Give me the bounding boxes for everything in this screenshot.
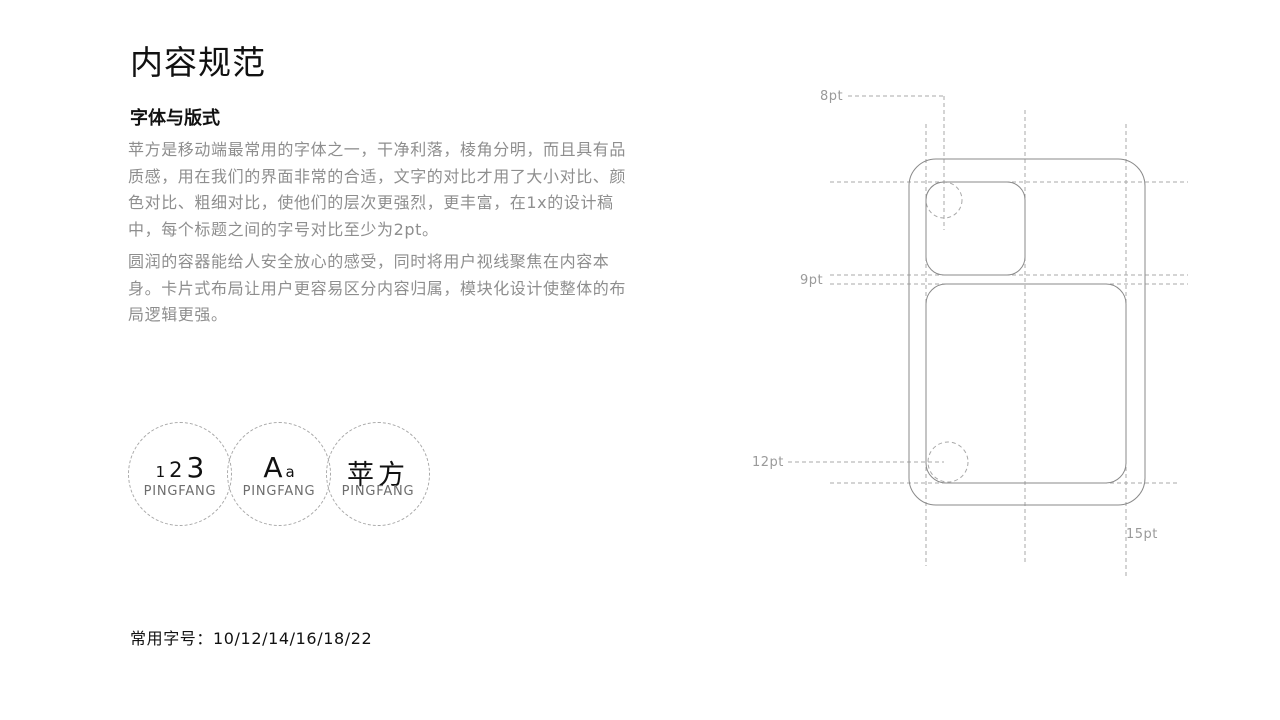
page-title: 内容规范 xyxy=(130,43,266,82)
common-font-sizes: 常用字号：10/12/14/16/18/22 xyxy=(130,629,373,648)
number-sample-label: PINGFANG xyxy=(143,484,217,499)
section-title: 字体与版式 xyxy=(130,108,220,129)
digit-large: 3 xyxy=(186,451,205,484)
letter-upper: A xyxy=(263,451,283,484)
container-description: 圆润的容器能给人安全放心的感受，同时将用户视线聚焦在内容本身。卡片式布局让用户更… xyxy=(128,252,627,324)
corner-radius-circle-bottom xyxy=(927,441,969,483)
container-outlines xyxy=(908,158,1146,506)
dimension-label-8pt: 8pt xyxy=(820,89,843,104)
outer-container xyxy=(908,158,1146,506)
digit-small: 1 xyxy=(155,463,166,481)
chinese-sample-label: PINGFANG xyxy=(341,484,415,499)
letter-lower: a xyxy=(285,463,295,481)
small-card xyxy=(925,181,1026,276)
dimension-label-12pt: 12pt xyxy=(752,455,784,470)
chinese-sample-circle: 苹方 PINGFANG xyxy=(326,422,430,526)
digit-medium: 2 xyxy=(169,458,183,482)
large-card xyxy=(925,283,1127,484)
dimension-label-15pt: 15pt xyxy=(1126,527,1158,542)
chinese-sample-glyph: 苹方 xyxy=(347,460,409,491)
guide-lines xyxy=(788,95,1188,576)
dimension-label-9pt: 9pt xyxy=(800,273,823,288)
letter-sample-label: PINGFANG xyxy=(242,484,316,499)
typography-description: 苹方是移动端最常用的字体之一，干净利落，棱角分明，而且具有品质感，用在我们的界面… xyxy=(128,140,627,239)
